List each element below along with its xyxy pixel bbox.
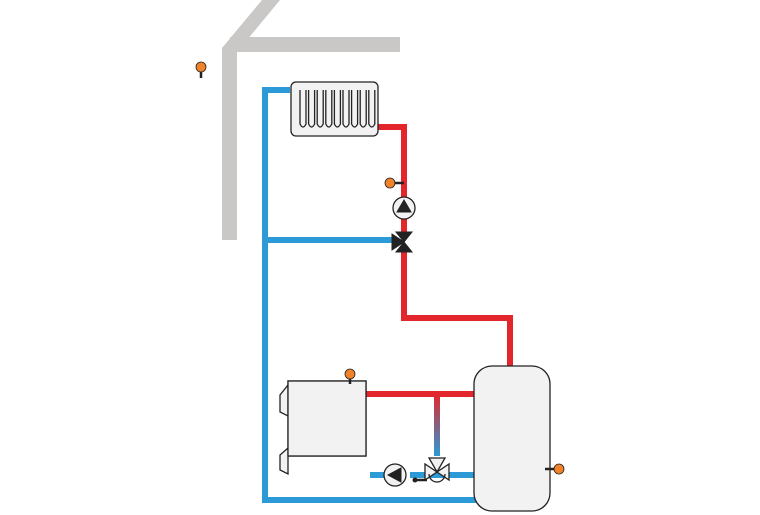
radiator-fin bbox=[307, 90, 316, 128]
radiator-fin bbox=[350, 90, 359, 128]
boiler-sensor-icon bbox=[344, 368, 356, 384]
boiler-icon bbox=[279, 380, 367, 476]
radiator-fin bbox=[316, 90, 324, 128]
bypass-pipe bbox=[434, 394, 440, 456]
heating-pump-icon bbox=[392, 196, 416, 220]
mixing-valve-icon bbox=[391, 231, 414, 253]
radiator-fin bbox=[368, 90, 376, 128]
radiator-fin bbox=[325, 90, 333, 128]
buffer-tank-icon bbox=[473, 365, 551, 512]
flow-sensor-icon bbox=[384, 177, 404, 189]
radiator-fin bbox=[299, 90, 307, 128]
outdoor-sensor-icon bbox=[195, 61, 207, 78]
radiator-fin bbox=[333, 90, 342, 128]
radiator bbox=[290, 81, 379, 137]
radiator-fin bbox=[359, 90, 367, 128]
flow-pipes bbox=[366, 124, 513, 397]
radiator-fin bbox=[342, 90, 350, 128]
boiler-pump-icon bbox=[383, 463, 407, 487]
tank-sensor-icon bbox=[545, 463, 565, 475]
thermostatic-valve-icon bbox=[412, 457, 450, 483]
radiator-fins bbox=[299, 90, 376, 128]
house-outline bbox=[222, 0, 400, 240]
